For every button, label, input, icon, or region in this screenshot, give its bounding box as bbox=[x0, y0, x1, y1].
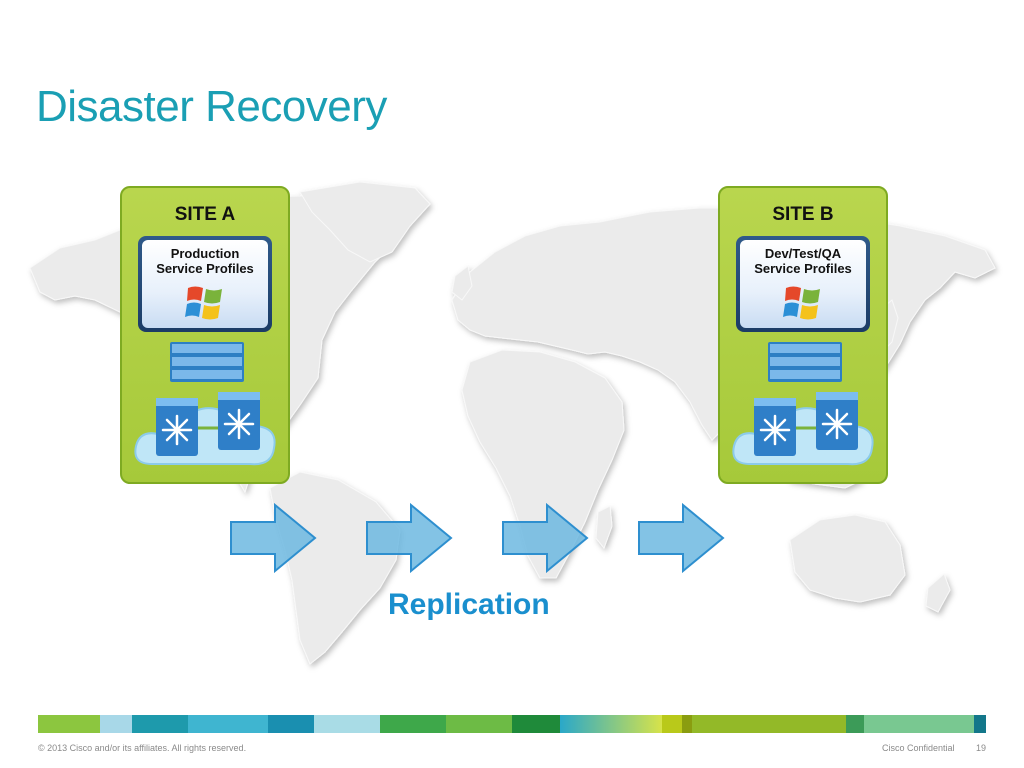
site-b-label: SITE B bbox=[772, 204, 834, 225]
fabric-interconnect-icon-2 bbox=[816, 392, 858, 450]
arrow-right-icon bbox=[502, 503, 589, 573]
fabric-interconnect-icon-2 bbox=[218, 392, 260, 450]
fabric-interconnect-icon bbox=[754, 398, 796, 456]
replication-label: Replication bbox=[388, 588, 550, 621]
site-a-panel: SITE A Production Service Profiles bbox=[120, 186, 290, 484]
site-a-profile-line2: Service Profiles bbox=[156, 261, 254, 276]
blade-chassis-icon bbox=[170, 342, 244, 382]
new-zealand-shape bbox=[925, 573, 951, 613]
site-a-profile-line1: Production bbox=[170, 246, 240, 261]
arrow-right-icon bbox=[230, 503, 317, 573]
windows-logo-icon bbox=[185, 286, 222, 320]
arrow-right-icon bbox=[638, 503, 725, 573]
windows-logo-icon bbox=[783, 286, 820, 320]
australia-shape bbox=[789, 514, 906, 603]
arrow-right-icon bbox=[366, 503, 453, 573]
footer-confidential: Cisco Confidential bbox=[882, 743, 955, 753]
fabric-cloud-icon bbox=[732, 392, 874, 466]
page-title: Disaster Recovery bbox=[36, 82, 387, 131]
south-america-shape bbox=[269, 471, 401, 665]
site-b-profile-text: Dev/Test/QA Service Profiles bbox=[740, 246, 866, 276]
madagascar-shape bbox=[595, 505, 613, 550]
site-a-label: SITE A bbox=[174, 204, 236, 225]
page-number: 19 bbox=[976, 743, 987, 753]
site-a-profile-text: Production Service Profiles bbox=[142, 246, 268, 276]
uk-shape bbox=[451, 265, 473, 301]
footer-copyright: © 2013 Cisco and/or its affiliates. All … bbox=[38, 743, 247, 753]
fabric-cloud-icon bbox=[134, 392, 276, 466]
fabric-interconnect-icon bbox=[156, 398, 198, 456]
footer-color-stripe bbox=[38, 715, 986, 733]
site-a-service-profiles: Production Service Profiles bbox=[138, 236, 272, 332]
greenland-shape bbox=[299, 181, 431, 263]
blade-chassis-icon bbox=[768, 342, 842, 382]
site-b-profile-line2: Service Profiles bbox=[754, 261, 852, 276]
site-b-service-profiles: Dev/Test/QA Service Profiles bbox=[736, 236, 870, 332]
site-b-profile-line1: Dev/Test/QA bbox=[764, 246, 842, 261]
site-b-panel: SITE B Dev/Test/QA Service Profiles bbox=[718, 186, 888, 484]
